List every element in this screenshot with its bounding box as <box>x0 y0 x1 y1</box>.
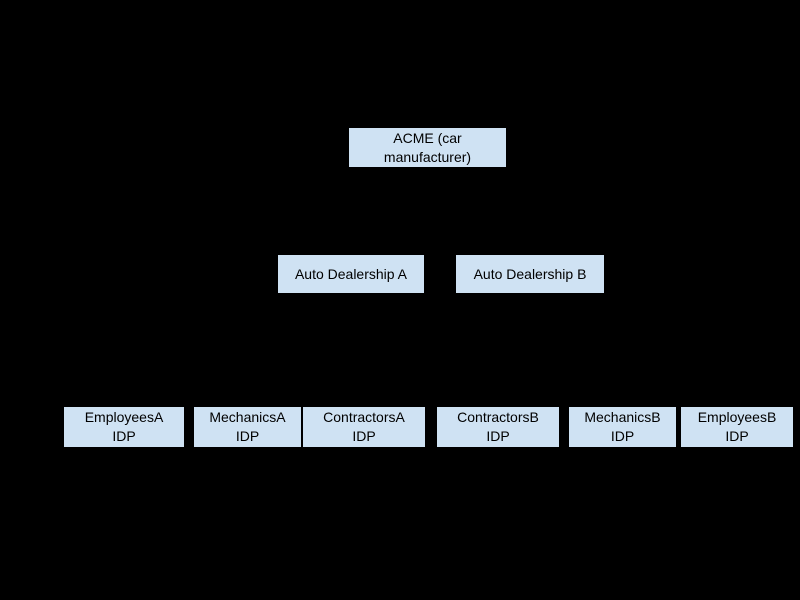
node-label-line: IDP <box>725 428 749 444</box>
node-label-line: IDP <box>486 428 510 444</box>
node-label-line: IDP <box>112 428 136 444</box>
node-label-line: ACME (car <box>393 129 462 146</box>
node-label-line: Auto Dealership A <box>294 265 408 282</box>
mechanics-a-idp-node: MechanicsA IDP <box>193 406 302 448</box>
node-label-line: MechanicsB <box>584 409 661 425</box>
node-label-line: EmployeesA <box>84 409 164 425</box>
employees-a-idp-node: EmployeesA IDP <box>63 406 185 448</box>
node-label-line: IDP <box>610 428 635 444</box>
mechanics-b-idp-node: MechanicsB IDP <box>568 406 677 448</box>
node-label-line: Auto Dealership B <box>473 265 587 282</box>
acme-node: ACME (car manufacturer) <box>348 127 507 168</box>
node-label-line: EmployeesB <box>697 409 777 425</box>
auto-dealership-a-node: Auto Dealership A <box>277 254 425 294</box>
node-label-line: MechanicsA <box>209 409 286 425</box>
node-label-line: ContractorsB <box>457 409 539 425</box>
contractors-a-idp-node: ContractorsA IDP <box>302 406 426 448</box>
node-label-line: IDP <box>235 428 260 444</box>
auto-dealership-b-node: Auto Dealership B <box>455 254 605 294</box>
node-label-line: IDP <box>352 428 376 444</box>
node-label-line: ContractorsA <box>323 409 405 425</box>
contractors-b-idp-node: ContractorsB IDP <box>436 406 560 448</box>
employees-b-idp-node: EmployeesB IDP <box>680 406 794 448</box>
node-label-line: manufacturer) <box>383 148 472 165</box>
